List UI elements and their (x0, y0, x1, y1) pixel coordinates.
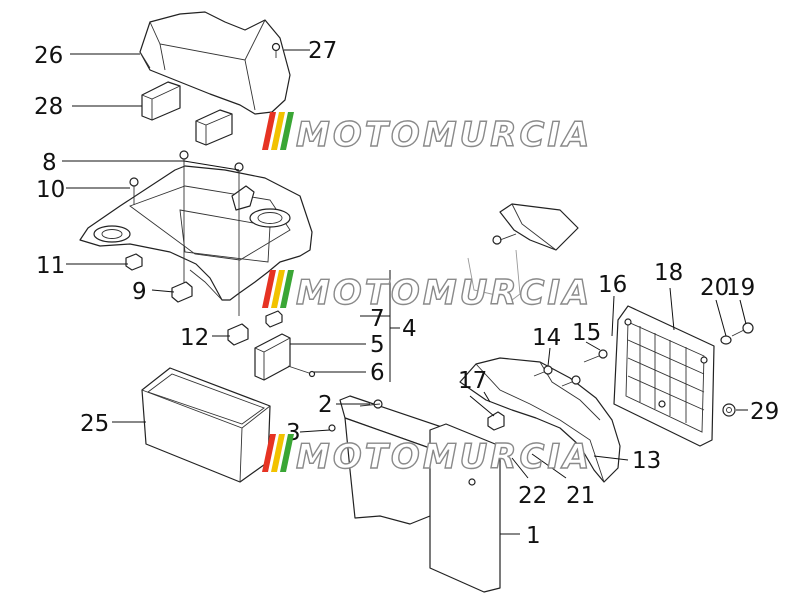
part-mudguard (328, 395, 501, 593)
part-faint-outline (467, 249, 521, 301)
callout-16: 16 (598, 272, 627, 298)
callout-29: 29 (750, 399, 779, 425)
callout-22: 22 (518, 483, 547, 509)
part-screws-8-10 (129, 150, 244, 316)
callout-8: 8 (42, 150, 57, 176)
watermark-stripe (280, 270, 294, 308)
leader-lines (62, 49, 748, 535)
callout-5: 5 (370, 332, 385, 358)
part-screws-14-15 (533, 349, 608, 387)
callout-15: 15 (572, 320, 601, 346)
watermark-logo-middle: MOTOMURCIA (262, 270, 592, 314)
callout-4: 4 (402, 316, 417, 342)
callout-20: 20 (700, 275, 729, 301)
watermark-stripe (262, 434, 276, 472)
callout-13: 13 (632, 448, 661, 474)
watermark-text: MOTOMURCIA (296, 115, 592, 155)
callout-6: 6 (370, 360, 385, 386)
callout-7: 7 (370, 306, 385, 332)
watermark-logo-top: MOTOMURCIA (262, 112, 592, 156)
part-main-tray (79, 165, 313, 301)
watermark-stripe (280, 434, 294, 472)
watermark-text: MOTOMURCIA (296, 437, 592, 477)
callout-19: 19 (726, 275, 755, 301)
callout-21: 21 (566, 483, 595, 509)
part-storage-basket (141, 367, 271, 483)
part-screw-27 (271, 42, 281, 58)
watermark-stripe (271, 270, 285, 308)
watermark-stripe (271, 434, 285, 472)
part-block-5 (254, 333, 316, 381)
watermark-logo-bottom: MOTOMURCIA (262, 434, 592, 478)
part-fasteners-19-20-29 (720, 322, 754, 417)
callout-28: 28 (34, 94, 63, 120)
part-clips (125, 253, 283, 346)
watermark-stripe (271, 112, 285, 150)
callout-2: 2 (318, 392, 333, 418)
callout-11: 11 (36, 253, 65, 279)
part-top-cover (139, 11, 291, 115)
callout-14: 14 (532, 325, 561, 351)
callout-26: 26 (34, 43, 63, 69)
callout-27: 27 (308, 38, 337, 64)
callout-17: 17 (458, 368, 487, 394)
watermark-text: MOTOMURCIA (296, 273, 592, 313)
callout-numbers: 26 27 28 8 10 11 9 12 7 4 5 6 2 3 25 1 1… (34, 38, 779, 549)
watermark-stripe (262, 112, 276, 150)
callout-12: 12 (180, 325, 209, 351)
part-reflector-housing (492, 203, 579, 251)
watermark-stripe (280, 112, 294, 150)
callout-25: 25 (80, 411, 109, 437)
callout-18: 18 (654, 260, 683, 286)
part-foam-pads (141, 81, 233, 146)
watermark-stripe (262, 270, 276, 308)
callout-10: 10 (36, 177, 65, 203)
callout-9: 9 (132, 279, 147, 305)
part-license-plate-holder (613, 305, 715, 447)
callout-1: 1 (526, 523, 541, 549)
